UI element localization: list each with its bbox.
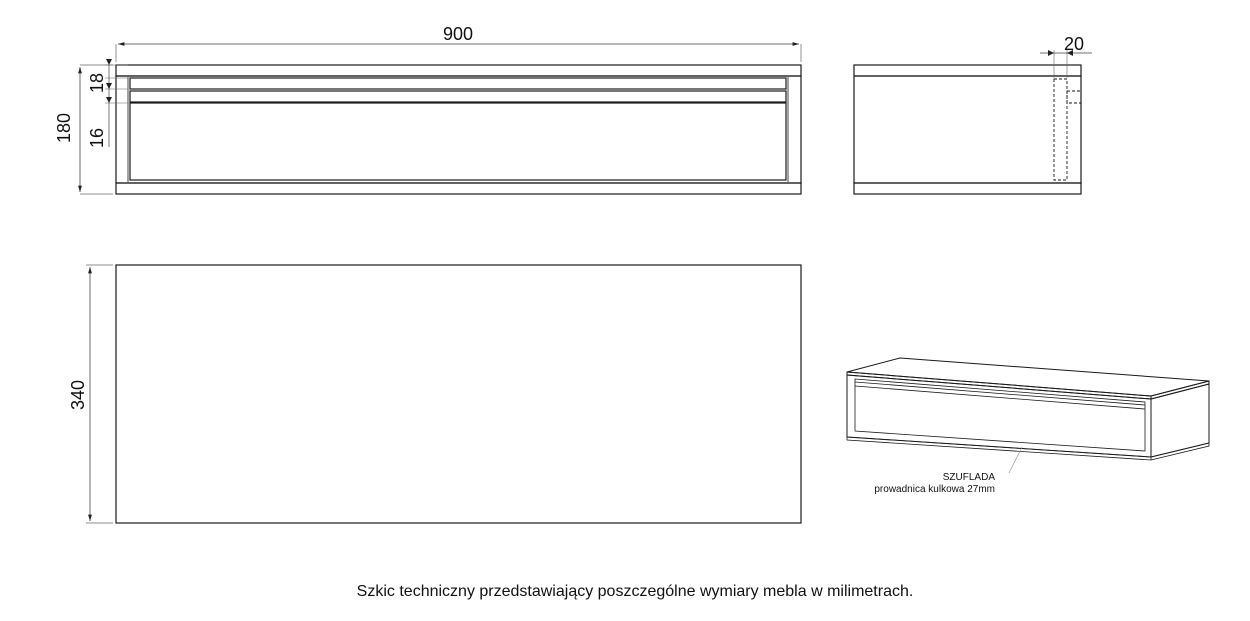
side-body xyxy=(853,75,1082,184)
drawer-front xyxy=(129,102,787,181)
front-view xyxy=(115,64,802,195)
front-body xyxy=(115,75,802,184)
drawer-annotation: SZUFLADA prowadnica kulkowa 27mm xyxy=(874,446,1023,495)
perspective-view xyxy=(846,357,1210,461)
drawing-caption: Szkic techniczny przedstawiający poszcze… xyxy=(356,583,914,600)
dimension-height-label: 180 xyxy=(54,113,74,143)
perspective-top-surface xyxy=(846,357,1210,397)
dimension-depth: 340 xyxy=(68,264,113,524)
hidden-drawer-front xyxy=(1053,78,1068,181)
drawer-rail xyxy=(129,90,787,103)
dimension-drawer-gap-label: 16 xyxy=(87,128,107,148)
perspective-side-face xyxy=(1150,383,1210,458)
top-view-outline xyxy=(115,264,802,524)
dimension-details: 18 16 xyxy=(87,59,128,148)
drawer-top-strip xyxy=(129,77,787,90)
dimension-top-panel-label: 18 xyxy=(87,73,107,93)
annotation-line-2: prowadnica kulkowa 27mm xyxy=(874,484,995,495)
dimension-width-label: 900 xyxy=(443,24,473,44)
side-top-panel xyxy=(853,64,1082,77)
hidden-handle xyxy=(1066,90,1082,104)
side-bottom-panel xyxy=(853,182,1082,195)
dimension-side-thickness-label: 20 xyxy=(1064,34,1084,54)
dimension-side-thickness: 20 xyxy=(1040,34,1092,78)
top-view xyxy=(115,264,802,524)
dimension-height: 180 xyxy=(54,64,113,195)
dimension-width: 900 xyxy=(115,24,802,62)
front-top-panel xyxy=(115,64,802,77)
front-bottom-panel xyxy=(115,182,802,195)
annotation-line-1: SZUFLADA xyxy=(943,472,996,483)
side-view xyxy=(853,64,1082,195)
dimension-depth-label: 340 xyxy=(68,380,88,410)
